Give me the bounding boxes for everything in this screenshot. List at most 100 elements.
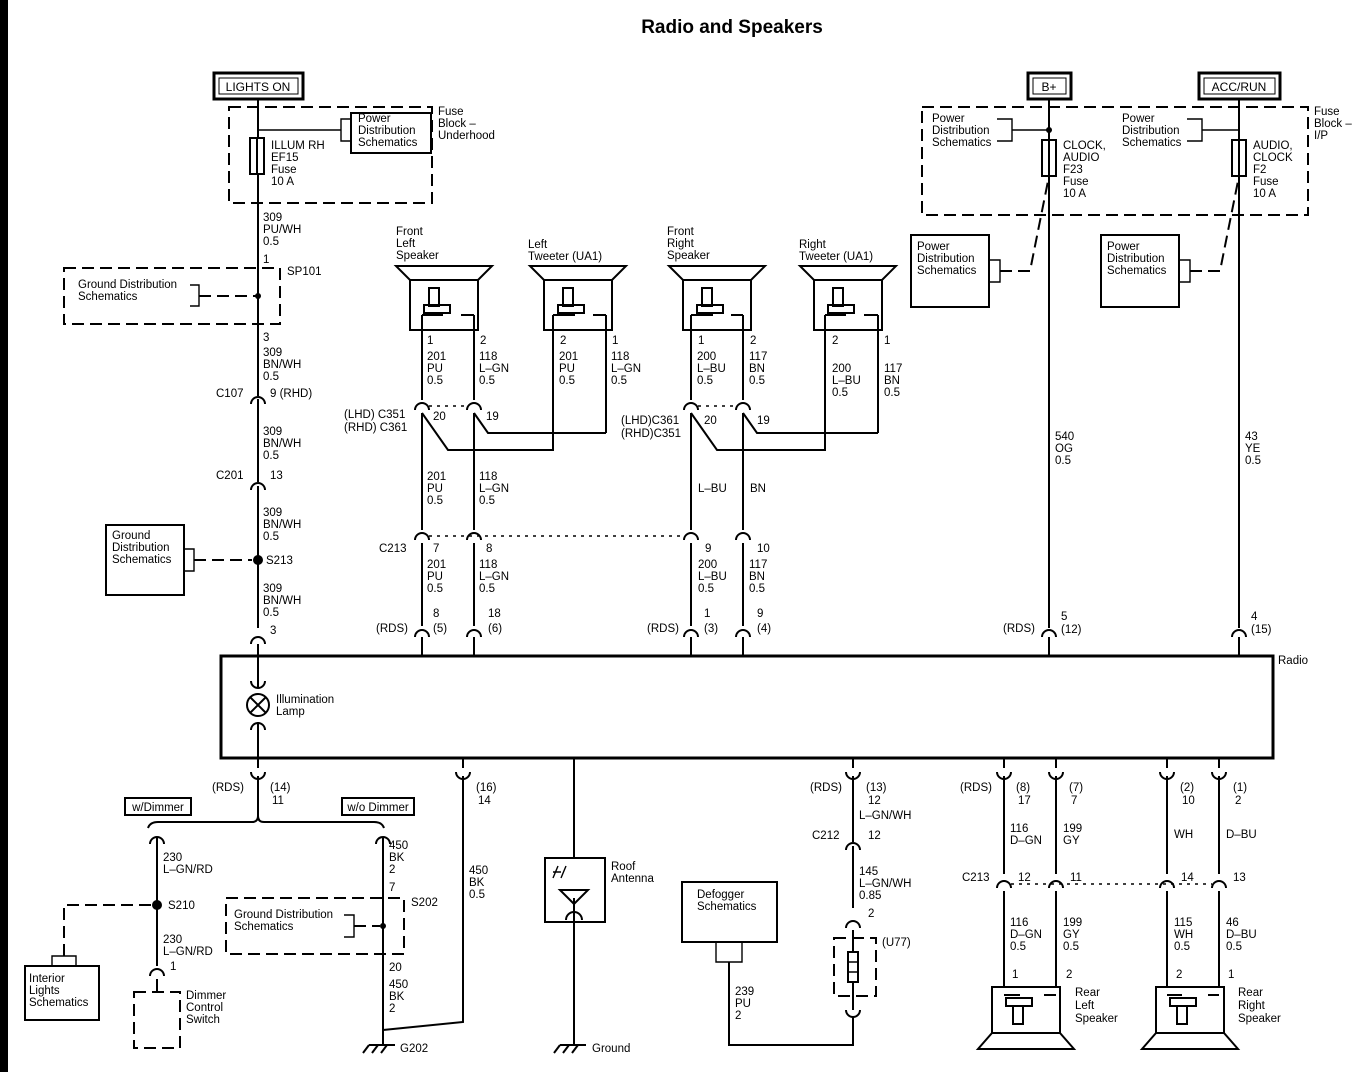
svg-text:20: 20 (389, 962, 402, 974)
svg-text:9(4): 9(4) (757, 608, 771, 635)
svg-text:13: 13 (1233, 872, 1246, 884)
svg-text:7: 7 (389, 882, 395, 894)
svg-text:WH: WH (1174, 829, 1193, 841)
svg-text:(13)12: (13)12 (866, 782, 887, 807)
svg-text:(RDS): (RDS) (376, 623, 408, 635)
svg-text:(16)14: (16)14 (476, 782, 497, 807)
svg-text:8(5): 8(5) (433, 608, 447, 635)
svg-text:S213: S213 (266, 555, 293, 567)
svg-text:L–BU: L–BU (698, 483, 727, 495)
svg-text:9: 9 (705, 543, 711, 555)
svg-text:12: 12 (1018, 872, 1031, 884)
svg-text:20: 20 (704, 415, 717, 427)
svg-text:7: 7 (433, 543, 439, 555)
svg-text:19: 19 (757, 415, 770, 427)
svg-text:3: 3 (263, 332, 269, 344)
svg-text:20: 20 (433, 411, 446, 423)
svg-text:13: 13 (270, 470, 283, 482)
svg-text:BN: BN (750, 483, 766, 495)
connector-c361-right: (LHD)C361(RHD)C351 20 19 (621, 402, 878, 530)
svg-text:(2)10: (2)10 (1180, 782, 1195, 807)
svg-text:(RDS): (RDS) (212, 782, 244, 794)
svg-text:11: 11 (1070, 872, 1082, 884)
svg-text:9 (RHD): 9 (RHD) (270, 388, 312, 400)
svg-text:C212: C212 (812, 830, 840, 842)
svg-text:1: 1 (263, 254, 269, 266)
connector-c201: C201 13 (216, 470, 283, 491)
svg-text:SP101: SP101 (287, 266, 322, 278)
svg-text:ACC/RUN: ACC/RUN (1212, 80, 1267, 94)
svg-text:2: 2 (560, 335, 566, 347)
svg-text:12: 12 (868, 830, 881, 842)
svg-text:10: 10 (757, 543, 770, 555)
svg-text:(7)7: (7)7 (1069, 782, 1083, 807)
lights-on-source: LIGHTS ON (212, 71, 305, 101)
svg-text:w/Dimmer: w/Dimmer (131, 802, 184, 814)
svg-text:19: 19 (486, 411, 499, 423)
svg-text:2: 2 (832, 335, 838, 347)
svg-text:1(3): 1(3) (704, 608, 718, 635)
svg-text:(RDS): (RDS) (810, 782, 842, 794)
connector-c213-top: C213 7 8 9 10 (379, 532, 770, 626)
acc-run-source: ACC/RUN (1197, 71, 1282, 101)
svg-text:2: 2 (868, 908, 874, 920)
svg-text:(U77): (U77) (882, 937, 911, 949)
svg-text:D–BU: D–BU (1226, 829, 1257, 841)
svg-text:2: 2 (1176, 969, 1182, 981)
svg-text:(14)11: (14)11 (270, 782, 291, 807)
radio-top-connectors: (RDS) 8(5) 18(6) (RDS) 1(3) 9(4) (RDS) 5… (376, 608, 1272, 656)
svg-text:S210: S210 (168, 900, 195, 912)
svg-text:S202: S202 (411, 897, 438, 909)
svg-text:8: 8 (486, 543, 492, 555)
svg-text:C213: C213 (962, 872, 990, 884)
svg-text:4(15): 4(15) (1251, 611, 1272, 636)
svg-text:(RDS): (RDS) (1003, 623, 1035, 635)
